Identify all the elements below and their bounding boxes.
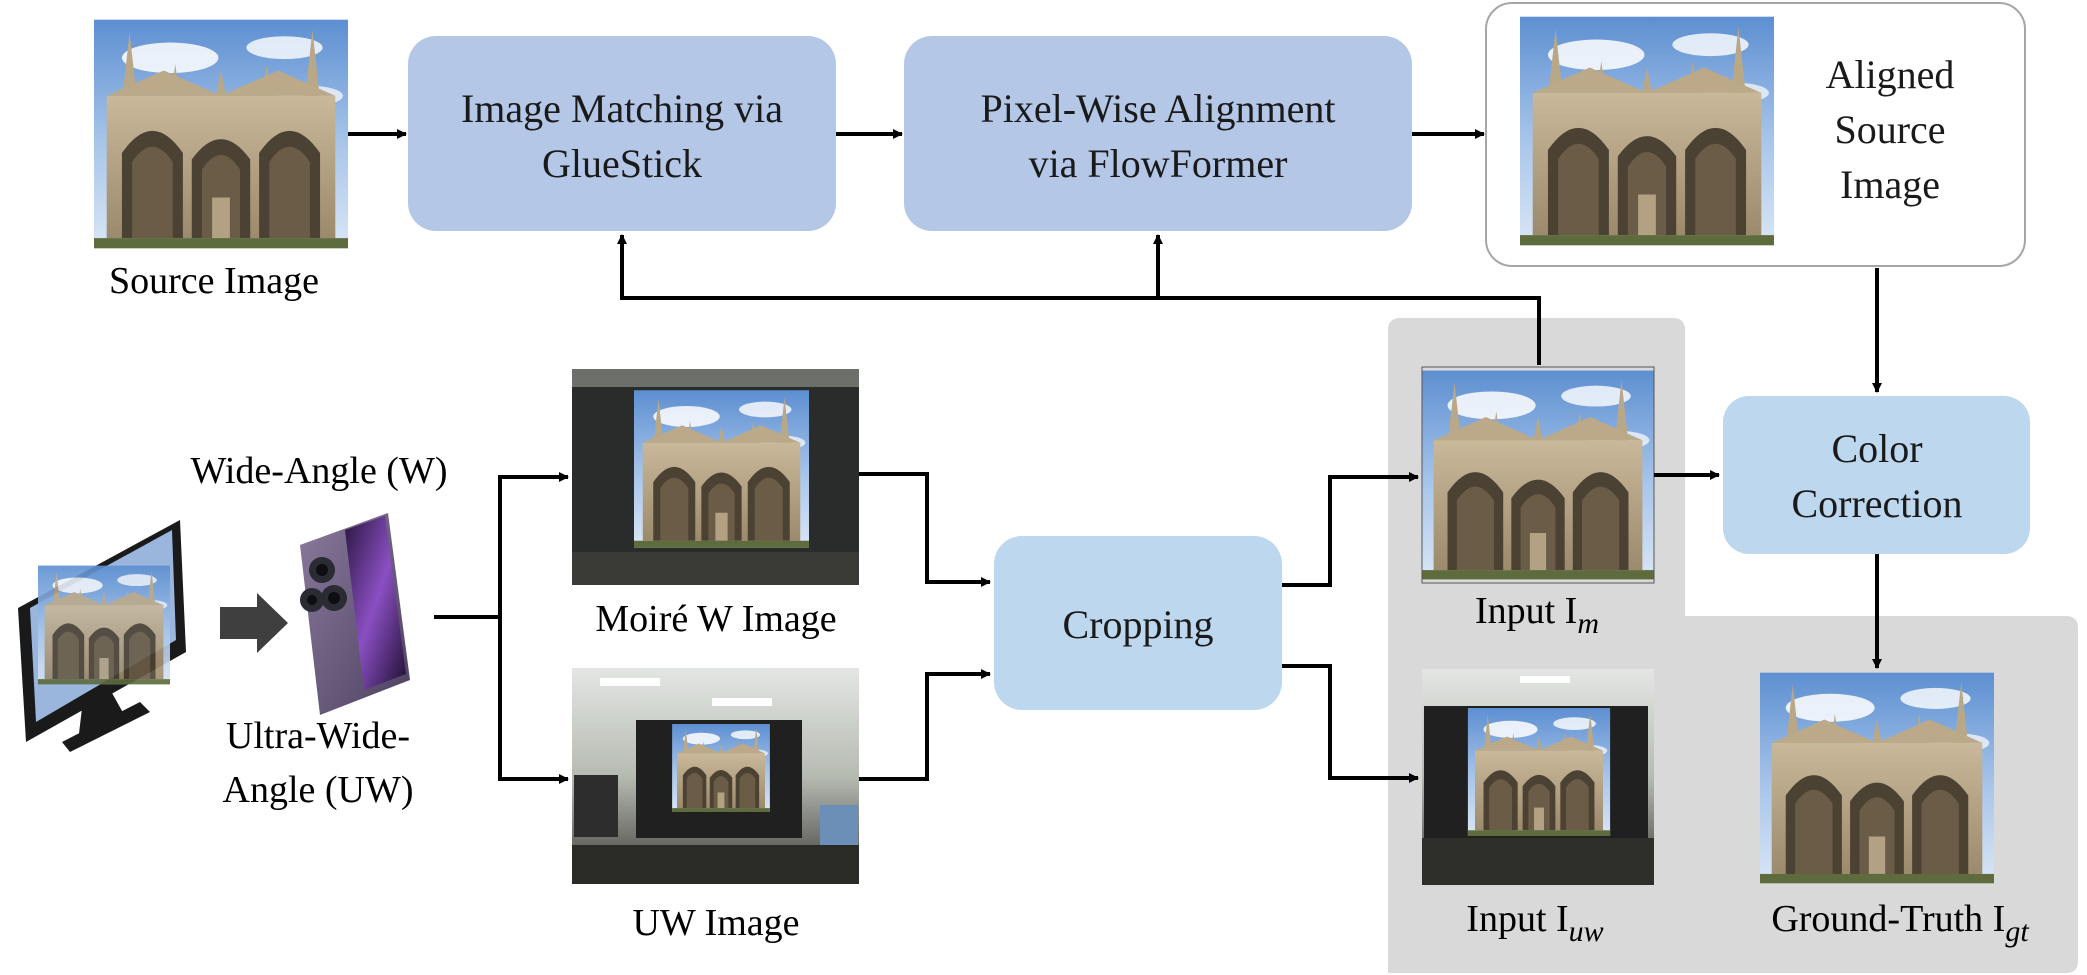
arrow-input-to-matching: [617, 234, 1541, 365]
color-correction-box: [1723, 396, 2030, 554]
arrow-moire-to-cropping: [859, 472, 991, 587]
cropping-box: [994, 536, 1282, 710]
aligned-label-1: Aligned: [1826, 52, 1955, 97]
pixel-alignment-box: [904, 36, 1412, 231]
arrow-uw-to-cropping: [859, 669, 991, 781]
right-arrow-icon: [220, 593, 288, 653]
pixel-alignment-label-2: via FlowFormer: [1029, 141, 1288, 186]
aligned-label-2: Source: [1834, 107, 1945, 152]
color-correction-label-2: Correction: [1791, 481, 1962, 526]
moire-w-label: Moiré W Image: [595, 598, 836, 640]
moire-w-image: [572, 369, 859, 585]
source-image-label: Source Image: [109, 260, 319, 302]
ground-truth-image: [1760, 672, 1994, 884]
image-matching-label-1: Image Matching via: [461, 86, 783, 131]
ground-truth-label: Ground-Truth Igt: [1771, 898, 2029, 948]
ultra-wide-label-1: Ultra-Wide-: [226, 715, 410, 757]
monitor-icon: [18, 520, 186, 752]
arrow-to-uw: [498, 617, 569, 784]
arrow-cropping-to-input-uw: [1282, 664, 1419, 783]
source-image: [94, 19, 348, 249]
cropping-label: Cropping: [1062, 602, 1213, 647]
uw-image-label: UW Image: [632, 902, 799, 944]
uw-image: [572, 668, 859, 884]
pixel-alignment-label-1: Pixel-Wise Alignment: [980, 86, 1335, 131]
smartphone-icon: [300, 513, 410, 715]
aligned-image: [1520, 16, 1774, 246]
wide-angle-label: Wide-Angle (W): [191, 450, 448, 492]
input-uw-label: Input Iuw: [1466, 898, 1603, 948]
ultra-wide-label-2: Angle (UW): [223, 769, 414, 811]
aligned-label-3: Image: [1840, 162, 1940, 207]
image-matching-label-2: GlueStick: [542, 141, 702, 186]
input-m-label: Input Im: [1475, 590, 1599, 640]
input-uw-image: [1422, 669, 1654, 885]
arrow-cropping-to-input-m: [1282, 472, 1419, 587]
input-m-image: [1421, 366, 1655, 584]
image-matching-box: [408, 36, 836, 231]
arrow-to-moire: [498, 472, 569, 617]
color-correction-label-1: Color: [1831, 426, 1922, 471]
